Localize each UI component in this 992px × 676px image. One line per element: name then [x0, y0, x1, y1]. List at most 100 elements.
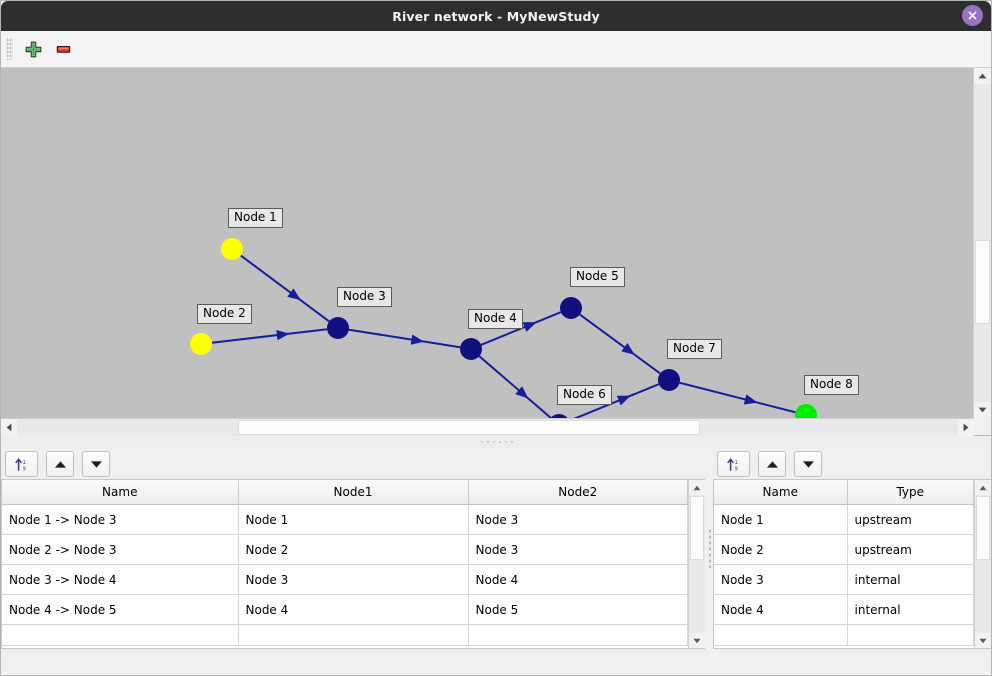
- table-cell[interactable]: Node 1: [714, 504, 848, 535]
- nodes-vscroll-thumb[interactable]: [976, 496, 990, 560]
- canvas-horizontal-scrollbar[interactable]: [1, 418, 974, 436]
- branches-scroll-up-arrow[interactable]: [689, 480, 705, 495]
- graph-node-label-node-7[interactable]: Node 7: [667, 339, 722, 359]
- edge-Node5-to-Node7[interactable]: [579, 313, 661, 375]
- table-cell[interactable]: Node 3: [468, 534, 688, 565]
- table-cell[interactable]: [238, 624, 469, 646]
- table-cell[interactable]: Node 2 -> Node 3: [2, 534, 239, 565]
- table-cell[interactable]: upstream: [847, 534, 974, 565]
- edge-arrow-icon: [522, 322, 537, 332]
- table-cell[interactable]: Node 4: [468, 564, 688, 595]
- move-branch-down-button[interactable]: [82, 451, 110, 477]
- table-cell[interactable]: [468, 624, 688, 646]
- edge-Node6-to-Node7[interactable]: [569, 383, 660, 418]
- graph-node-node-1[interactable]: [221, 238, 243, 260]
- graph-node-label-node-5[interactable]: Node 5: [570, 267, 625, 287]
- graph-node-label-node-8[interactable]: Node 8: [804, 375, 859, 395]
- scroll-left-arrow[interactable]: [1, 419, 17, 436]
- table-cell[interactable]: Node 4: [238, 594, 469, 625]
- graph-node-label-node-3[interactable]: Node 3: [337, 287, 392, 307]
- scroll-right-arrow[interactable]: [958, 419, 974, 436]
- table-cell[interactable]: [2, 624, 239, 646]
- table-row-empty[interactable]: [714, 624, 974, 646]
- branches-vscroll-thumb[interactable]: [690, 496, 704, 560]
- edge-Node7-to-Node8[interactable]: [679, 381, 796, 414]
- close-icon[interactable]: [962, 5, 983, 26]
- edge-Node4-to-Node6[interactable]: [478, 355, 552, 418]
- graph-node-label-node-4[interactable]: Node 4: [468, 309, 523, 329]
- graph-node-node-2[interactable]: [190, 333, 212, 355]
- table-cell[interactable]: Node 2: [238, 534, 469, 565]
- table-cell[interactable]: Node 4: [714, 594, 848, 625]
- nodes-vertical-scrollbar[interactable]: [974, 480, 991, 648]
- sort-ascending-icon: 1 9: [15, 457, 26, 472]
- edge-Node2-to-Node3[interactable]: [211, 328, 328, 344]
- canvas-vertical-scrollbar[interactable]: [973, 68, 991, 418]
- nodes-col-type[interactable]: Type: [847, 480, 974, 505]
- edge-Node3-to-Node4[interactable]: [348, 328, 461, 349]
- nodes-scroll-up-arrow[interactable]: [975, 480, 991, 495]
- graph-node-node-7[interactable]: [658, 369, 680, 391]
- graph-node-node-8[interactable]: [795, 404, 817, 418]
- branches-scroll-down-arrow[interactable]: [689, 633, 705, 648]
- canvas-hscroll-thumb[interactable]: [238, 420, 700, 435]
- edge-Node1-to-Node3[interactable]: [240, 254, 330, 323]
- remove-node-button[interactable]: [48, 35, 78, 63]
- move-node-down-button[interactable]: [794, 451, 822, 477]
- move-branch-up-button[interactable]: [46, 451, 74, 477]
- network-graph: [190, 238, 817, 418]
- table-cell[interactable]: Node 2: [714, 534, 848, 565]
- graph-node-node-6[interactable]: [548, 414, 570, 418]
- triangle-up-icon: [54, 460, 66, 468]
- sort-branches-button[interactable]: 1 9: [5, 451, 38, 477]
- table-cell[interactable]: internal: [847, 594, 974, 625]
- scroll-down-arrow[interactable]: [974, 402, 991, 418]
- graph-node-label-node-6[interactable]: Node 6: [557, 385, 612, 405]
- sort-nodes-button[interactable]: 1 9: [717, 451, 750, 477]
- edge-arrow-icon: [515, 386, 529, 399]
- nodes-scroll-down-arrow[interactable]: [975, 633, 991, 648]
- vertical-splitter[interactable]: [705, 446, 713, 649]
- nodes-col-name[interactable]: Name: [714, 480, 848, 505]
- table-cell[interactable]: Node 3: [468, 504, 688, 535]
- table-cell[interactable]: upstream: [847, 504, 974, 535]
- branches-col-node2[interactable]: Node2: [468, 480, 688, 505]
- splitter-grip: [479, 439, 513, 443]
- table-cell[interactable]: internal: [847, 564, 974, 595]
- table-cell[interactable]: Node 1 -> Node 3: [2, 504, 239, 535]
- table-cell[interactable]: [847, 624, 974, 646]
- move-node-up-button[interactable]: [758, 451, 786, 477]
- table-cell[interactable]: Node 5: [468, 594, 688, 625]
- graph-node-node-4[interactable]: [460, 338, 482, 360]
- table-row-empty[interactable]: [2, 624, 688, 646]
- graph-node-label-node-2[interactable]: Node 2: [197, 304, 252, 324]
- table-cell[interactable]: Node 3 -> Node 4: [2, 564, 239, 595]
- graph-node-node-5[interactable]: [560, 297, 582, 319]
- table-cell[interactable]: Node 3: [238, 564, 469, 595]
- splitter-grip-vertical: [707, 527, 711, 568]
- graph-node-node-3[interactable]: [327, 317, 349, 339]
- add-node-button[interactable]: [18, 35, 48, 63]
- branches-vertical-scrollbar[interactable]: [688, 480, 705, 648]
- horizontal-splitter[interactable]: [1, 435, 991, 446]
- branches-col-name[interactable]: Name: [2, 480, 239, 505]
- scroll-up-arrow[interactable]: [974, 68, 991, 84]
- table-cell[interactable]: [714, 624, 848, 646]
- network-canvas[interactable]: Node 1 Node 2 Node 3 Node 4 Node 5 Node 6 Node…: [1, 68, 973, 418]
- table-cell[interactable]: Node 3: [714, 564, 848, 595]
- table-cell[interactable]: Node 1: [238, 504, 469, 535]
- triangle-up-icon: [766, 460, 778, 468]
- canvas-vscroll-thumb[interactable]: [975, 240, 990, 324]
- toolbar-grip[interactable]: [6, 38, 13, 60]
- branches-col-node1[interactable]: Node1: [238, 480, 469, 505]
- graph-node-label-node-1[interactable]: Node 1: [228, 208, 283, 228]
- table-cell[interactable]: Node 4 -> Node 5: [2, 594, 239, 625]
